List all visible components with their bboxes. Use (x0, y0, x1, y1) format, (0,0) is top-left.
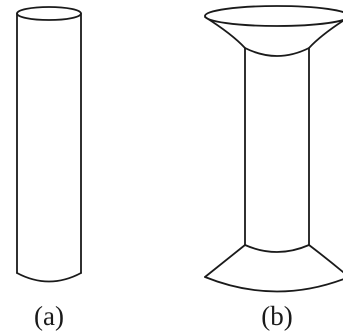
cylinder-a-top-ellipse (16, 6, 82, 21)
caption-a: (a) (34, 301, 64, 331)
flare-bottom-rim-arc (204, 276, 343, 293)
flare-bottom-top-arc (244, 244, 310, 253)
cylinder-a-bottom-arc (16, 272, 82, 283)
flare-bottom-right-curve (308, 244, 343, 274)
panel-a-cylinder (16, 6, 82, 283)
flare-top-rim-ellipse (204, 5, 343, 27)
flare-top-left-curve (204, 16, 246, 49)
panel-b-flared-cylinder (204, 5, 343, 293)
flare-top-bottom-arc (244, 47, 310, 57)
flare-bottom-left-curve (204, 244, 246, 278)
flare-top-right-curve (308, 19, 343, 49)
caption-b: (b) (261, 301, 292, 331)
